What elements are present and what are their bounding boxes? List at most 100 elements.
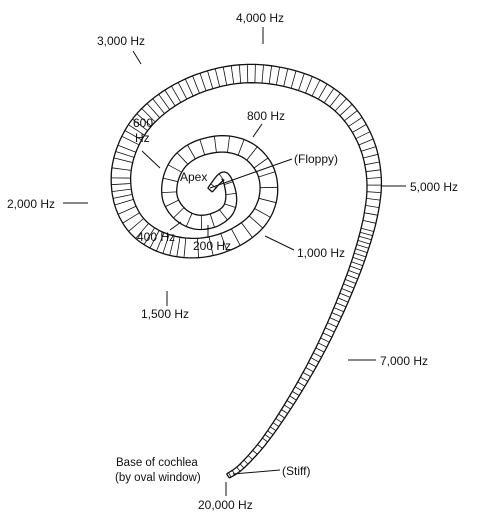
membrane-segment [365,169,381,173]
membrane-segment [231,228,241,246]
membrane-segment [344,110,358,122]
membrane-segment [173,207,185,219]
membrane-segment [117,144,137,153]
membrane-segment [310,357,320,363]
label-4000-hz: 4,000 Hz [236,11,284,25]
membrane-segment [224,181,234,185]
membrane-segment [297,381,306,387]
membrane-segment [141,108,156,123]
membrane-segment [300,376,308,382]
label-600-hz-line2: Hz [135,131,150,145]
membrane-segment [187,144,196,159]
label-by-oval-window: (by oval window) [115,472,201,484]
membrane-segment [184,78,194,97]
membrane-segment [361,146,377,152]
membrane-segment [171,85,182,103]
leader-1000 [264,235,295,251]
membrane-segment [262,437,268,443]
membrane-segment [135,223,149,239]
membrane-segment [329,93,341,107]
membrane-segment [228,472,232,478]
membrane-segment [275,418,282,423]
membrane-base-cap [226,473,230,479]
membrane-segment [290,70,297,89]
membrane-segment [292,391,300,396]
membrane-segment [209,213,215,228]
membrane-segment [113,194,133,199]
membrane-segment [344,279,357,284]
membrane-segment [254,64,256,83]
membrane-segment [114,199,134,206]
membrane-segment [128,218,144,232]
membrane-segment [111,167,132,171]
membrane-segment [236,466,241,472]
label-600-hz-line1: 600 [133,116,153,130]
membrane-segment [257,444,263,449]
membrane-apex-cap [207,187,213,193]
membrane-segment [339,292,351,298]
membrane-segment [352,257,365,262]
membrane-segment [176,152,189,165]
membrane-segment [248,215,264,229]
membrane-segment [163,177,178,183]
membrane-segment [241,222,253,238]
label-floppy: (Floppy) [294,152,338,166]
membrane-segment [359,231,373,236]
membrane-segment [176,237,181,257]
membrane-segment [258,171,276,178]
membrane-segment [237,139,245,156]
membrane-segment [264,434,271,439]
membrane-segment [164,89,176,107]
basilar-membrane-spiral [110,63,383,479]
membrane-segment [124,130,142,141]
leader-3000 [132,50,142,65]
label-200-hz: 200 Hz [193,239,231,253]
membrane-segment [115,151,135,158]
membrane-segment [322,332,333,338]
membrane-segment [325,327,335,333]
membrane-segment [355,131,371,140]
membrane-segment [311,79,321,97]
membrane-segment [360,227,374,232]
membrane-segment [294,386,303,392]
membrane-segment [346,274,358,280]
membrane-segment [117,205,137,215]
membrane-segment [227,135,230,153]
membrane-segment [219,209,228,221]
membrane-segment [327,322,337,328]
membrane-segment [267,430,274,436]
membrane-segment [289,395,297,401]
membrane-segment [152,98,165,114]
membrane-segment [339,104,353,116]
membrane-segment [149,230,160,249]
leader-800 [252,123,263,138]
membrane-segment [348,270,360,275]
membrane-segment [199,73,207,91]
label-800-hz: 800 Hz [247,109,285,123]
membrane-segment [349,265,362,271]
membrane-segment [366,191,382,193]
membrane-segment [239,463,245,469]
label-3000-hz: 3,000 Hz [97,34,145,48]
label-1000-hz: 1,000 Hz [297,246,345,260]
membrane-segment [167,164,182,173]
membrane-segment [247,455,253,460]
membrane-segment [320,337,330,343]
membrane-segment [132,118,148,132]
membrane-segment [331,312,342,318]
membrane-segment [334,98,347,112]
membrane-segment [224,203,236,208]
membrane-segment [220,233,228,252]
membrane-segment [343,283,355,289]
membrane-segment [165,199,179,207]
membrane-segment [261,64,264,84]
membrane-segment [252,449,258,455]
label-base-of-cochlea: Base of cochlea [116,457,198,469]
membrane-segment [341,288,353,294]
membrane-segment [335,302,347,308]
membrane-segment [365,205,380,208]
membrane-segment [258,197,277,204]
membrane-segment [222,66,228,86]
membrane-segment [317,83,328,100]
